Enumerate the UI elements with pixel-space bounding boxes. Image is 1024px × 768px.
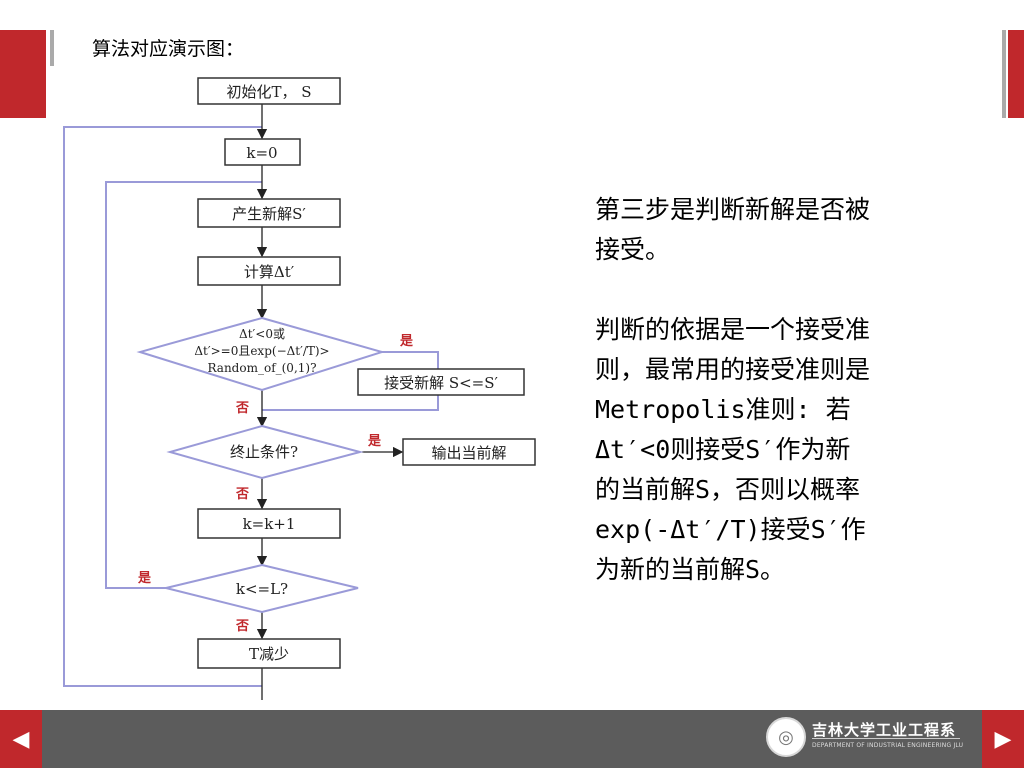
para2-line4: Δt′<0则接受S′作为新 [595, 435, 851, 464]
accept-cond-line2: Δt′>=0且exp(−Δt′/T)> [194, 344, 329, 358]
stop-cond-label: 终止条件? [230, 443, 298, 461]
triangle-right-icon: ▶ [994, 726, 1012, 752]
next-slide-button[interactable]: ▶ [982, 710, 1024, 768]
accept-label: 接受新解 S<=S′ [384, 374, 498, 392]
no-label-stop: 否 [235, 487, 249, 502]
t-decrease-label: T减少 [249, 645, 289, 663]
generate-label: 产生新解S′ [232, 205, 306, 223]
para2-line7: 为新的当前解S。 [595, 555, 786, 584]
t-decrease-box: T减少 [197, 638, 341, 669]
output-label: 输出当前解 [431, 444, 506, 462]
footer-divider [812, 738, 960, 739]
yes-label-kcheck: 是 [137, 571, 152, 586]
top-left-divider [50, 30, 54, 66]
increment-box: k=k+1 [197, 508, 341, 539]
top-right-divider [1002, 30, 1006, 118]
accept-decision: Δt′<0或 Δt′>=0且exp(−Δt′/T)> Random_of_(0,… [136, 316, 386, 392]
k-check-decision: k<=L? [165, 563, 359, 614]
flowchart: 初始化T， S k=0 产生新解S′ 计算Δt′ Δt′<0或 Δt′>=0且e… [63, 77, 536, 700]
accept-box: 接受新解 S<=S′ [357, 368, 525, 396]
description-text: 第三步是判断新解是否被 接受。 判断的依据是一个接受准 则，最常用的接受准则是 … [595, 190, 975, 590]
accept-cond-line1: Δt′<0或 [239, 327, 285, 341]
outer-loop-line [63, 126, 262, 687]
no-label-accept: 否 [235, 401, 249, 416]
stop-decision: 终止条件? [166, 424, 364, 480]
k-zero-label: k=0 [246, 144, 277, 162]
university-seal-icon: ◎ [766, 717, 806, 757]
k-check-label: k<=L? [236, 580, 288, 598]
calc-box: 计算Δt′ [197, 256, 341, 286]
prev-slide-button[interactable]: ◀ [0, 710, 42, 768]
footer-bar [0, 710, 1024, 768]
para2-line6: exp(-Δt′/T)接受S′作 [595, 515, 866, 544]
k-zero-box: k=0 [224, 138, 301, 166]
para2-line5: 的当前解S，否则以概率 [595, 475, 861, 504]
generate-box: 产生新解S′ [197, 198, 341, 228]
init-box: 初始化T， S [197, 77, 341, 105]
accept-cond-line3: Random_of_(0,1)? [207, 361, 316, 375]
para2-line3: Metropolis准则: 若 [595, 395, 851, 424]
top-right-accent [1008, 30, 1024, 118]
para1-line2: 接受。 [595, 235, 671, 264]
para2-line1: 判断的依据是一个接受准 [595, 315, 871, 344]
department-name: DEPARTMENT OF INDUSTRIAL ENGINEERING JLU [812, 742, 964, 749]
para1-line1: 第三步是判断新解是否被 [595, 195, 871, 224]
top-left-accent [0, 30, 46, 118]
university-name: 吉林大学工业工程系 [812, 721, 957, 739]
para2-line2: 则，最常用的接受准则是 [595, 355, 871, 384]
no-label-kcheck: 否 [235, 619, 249, 634]
output-box: 输出当前解 [402, 438, 536, 466]
triangle-left-icon: ◀ [12, 726, 30, 752]
increment-label: k=k+1 [243, 515, 296, 533]
slide-title: 算法对应演示图： [92, 38, 245, 60]
calc-label: 计算Δt′ [244, 263, 295, 281]
inner-loop-line [105, 181, 262, 589]
init-label: 初始化T， S [226, 83, 311, 101]
yes-label-stop: 是 [367, 434, 382, 449]
yes-label-accept: 是 [399, 334, 414, 349]
